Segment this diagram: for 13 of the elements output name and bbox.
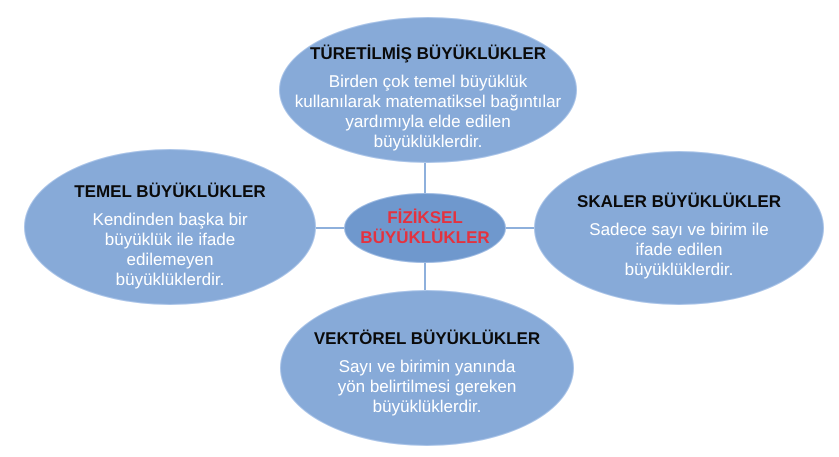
- node-heading: VEKTÖREL BÜYÜKLÜKLER: [314, 329, 540, 349]
- node-description: Sayı ve birimin yanında yön belirtilmesi gereken büyüklüklerdir.: [336, 357, 518, 417]
- node-description: Birden çok temel büyüklük kullanılarak matematiksel bağıntılar yardımıyla elde edilen büyüklüklerdir.: [294, 72, 562, 152]
- node-heading: TÜRETİLMİŞ BÜYÜKLÜKLER: [310, 44, 546, 64]
- connector-line: [506, 227, 534, 229]
- central-title: FİZİKSEL BÜYÜKLÜKLER: [359, 208, 491, 248]
- node-heading: SKALER BÜYÜKLÜKLER: [577, 192, 781, 212]
- node-description: Kendinden başka bir büyüklük ile ifade edilemeyen büyüklüklerdir.: [91, 210, 248, 290]
- node-description: Sadece sayı ve birim ile ifade edilen büyüklüklerdir.: [588, 220, 770, 280]
- connector-line: [424, 163, 426, 193]
- node-heading: TEMEL BÜYÜKLÜKLER: [74, 182, 266, 202]
- connector-line: [316, 227, 344, 229]
- connector-line: [424, 263, 426, 290]
